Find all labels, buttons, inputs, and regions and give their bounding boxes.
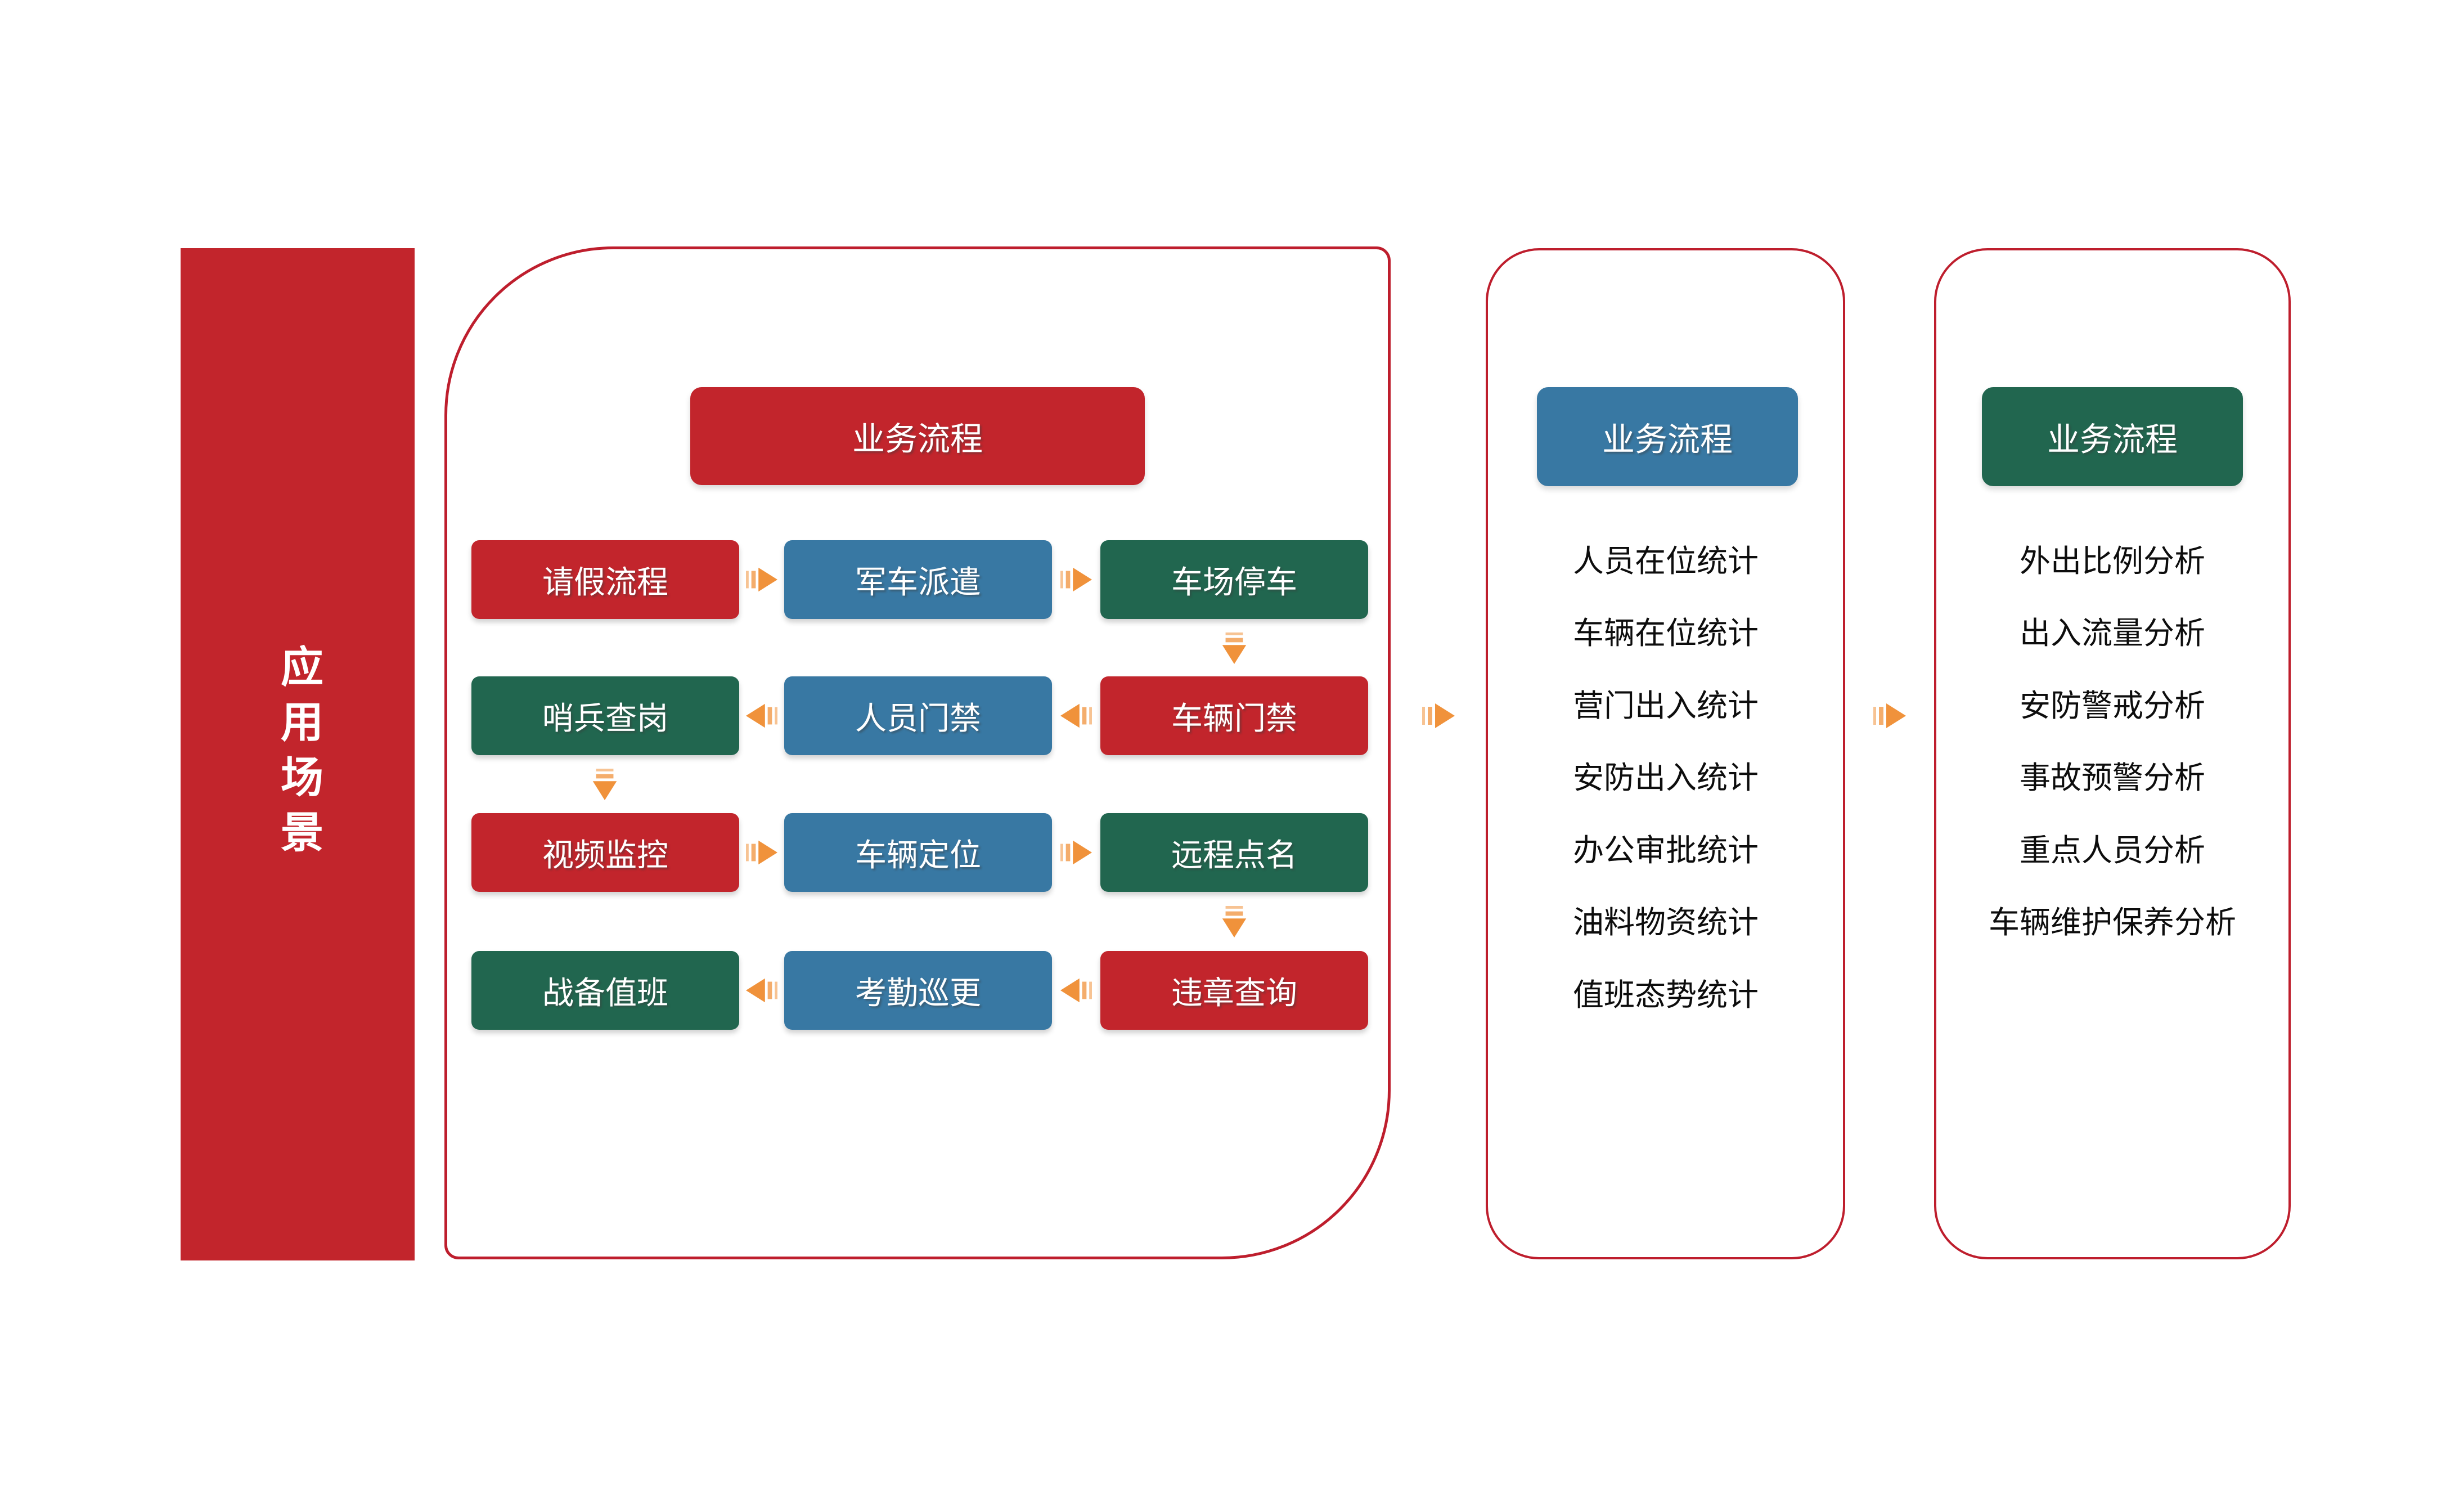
flow-box: 车辆定位 [784, 813, 1052, 892]
arrow-left-icon [746, 703, 777, 728]
application-scenarios-label: 应用场景 [274, 644, 322, 865]
flow-box-label: 车场停车 [1171, 564, 1297, 600]
flow-box: 哨兵查岗 [471, 676, 739, 755]
flow-box-label: 人员门禁 [855, 700, 981, 736]
arrow-down-icon [1218, 906, 1250, 937]
stats-item: 人员在位统计 [1572, 544, 1759, 578]
flow-box-label: 考勤巡更 [855, 975, 981, 1011]
flow-box: 请假流程 [471, 540, 739, 619]
stats-item: 安防出入统计 [1572, 760, 1759, 795]
flow-box-label: 车辆定位 [855, 837, 981, 873]
flow-box-label: 违章查询 [1171, 975, 1297, 1011]
arrow-down-icon [1218, 632, 1250, 664]
analysis-item: 外出比例分析 [2019, 544, 2206, 578]
analysis-item: 出入流量分析 [2019, 616, 2206, 650]
statistics-header: 业务流程 [1537, 387, 1798, 486]
arrow-right-icon [1060, 567, 1092, 592]
flow-box: 远程点名 [1100, 813, 1368, 892]
stats-item: 办公审批统计 [1572, 833, 1759, 868]
flow-box: 视频监控 [471, 813, 739, 892]
stats-item: 营门出入统计 [1572, 688, 1759, 723]
flow-box: 车辆门禁 [1100, 676, 1368, 755]
arrow-left-icon [746, 978, 777, 1003]
analysis-item: 重点人员分析 [2019, 833, 2206, 868]
stats-item: 车辆在位统计 [1572, 616, 1759, 650]
analysis-header: 业务流程 [1982, 387, 2243, 486]
flow-box: 人员门禁 [784, 676, 1052, 755]
flow-box-label: 视频监控 [542, 837, 668, 873]
arrow-right-icon [1422, 703, 1455, 728]
arrow-left-icon [1060, 703, 1092, 728]
flow-box-label: 车辆门禁 [1171, 700, 1297, 736]
arrow-right-icon [1873, 703, 1906, 728]
flow-box-label: 远程点名 [1171, 837, 1297, 873]
arrow-left-icon [1060, 978, 1092, 1003]
flow-box-label: 请假流程 [542, 564, 668, 600]
flow-box: 车场停车 [1100, 540, 1368, 619]
flow-box: 违章查询 [1100, 951, 1368, 1030]
stats-item: 油料物资统计 [1572, 905, 1759, 940]
flow-box: 战备值班 [471, 951, 739, 1030]
flow-box-label: 战备值班 [542, 975, 668, 1011]
business-flow-header: 业务流程 [690, 387, 1145, 485]
flow-box: 军车派遣 [784, 540, 1052, 619]
arrow-right-icon [746, 567, 777, 592]
stats-item: 值班态势统计 [1572, 977, 1759, 1012]
analysis-item: 事故预警分析 [2019, 760, 2206, 795]
flow-box: 考勤巡更 [784, 951, 1052, 1030]
arrow-right-icon [1060, 840, 1092, 865]
application-scenarios-banner: 应用场景 [181, 248, 415, 1260]
arrow-down-icon [589, 769, 621, 800]
flow-box-label: 哨兵查岗 [542, 700, 668, 736]
flow-box-label: 军车派遣 [855, 564, 981, 600]
arrow-right-icon [746, 840, 777, 865]
analysis-item: 安防警戒分析 [2019, 688, 2206, 723]
analysis-item: 车辆维护保养分析 [1988, 905, 2237, 940]
